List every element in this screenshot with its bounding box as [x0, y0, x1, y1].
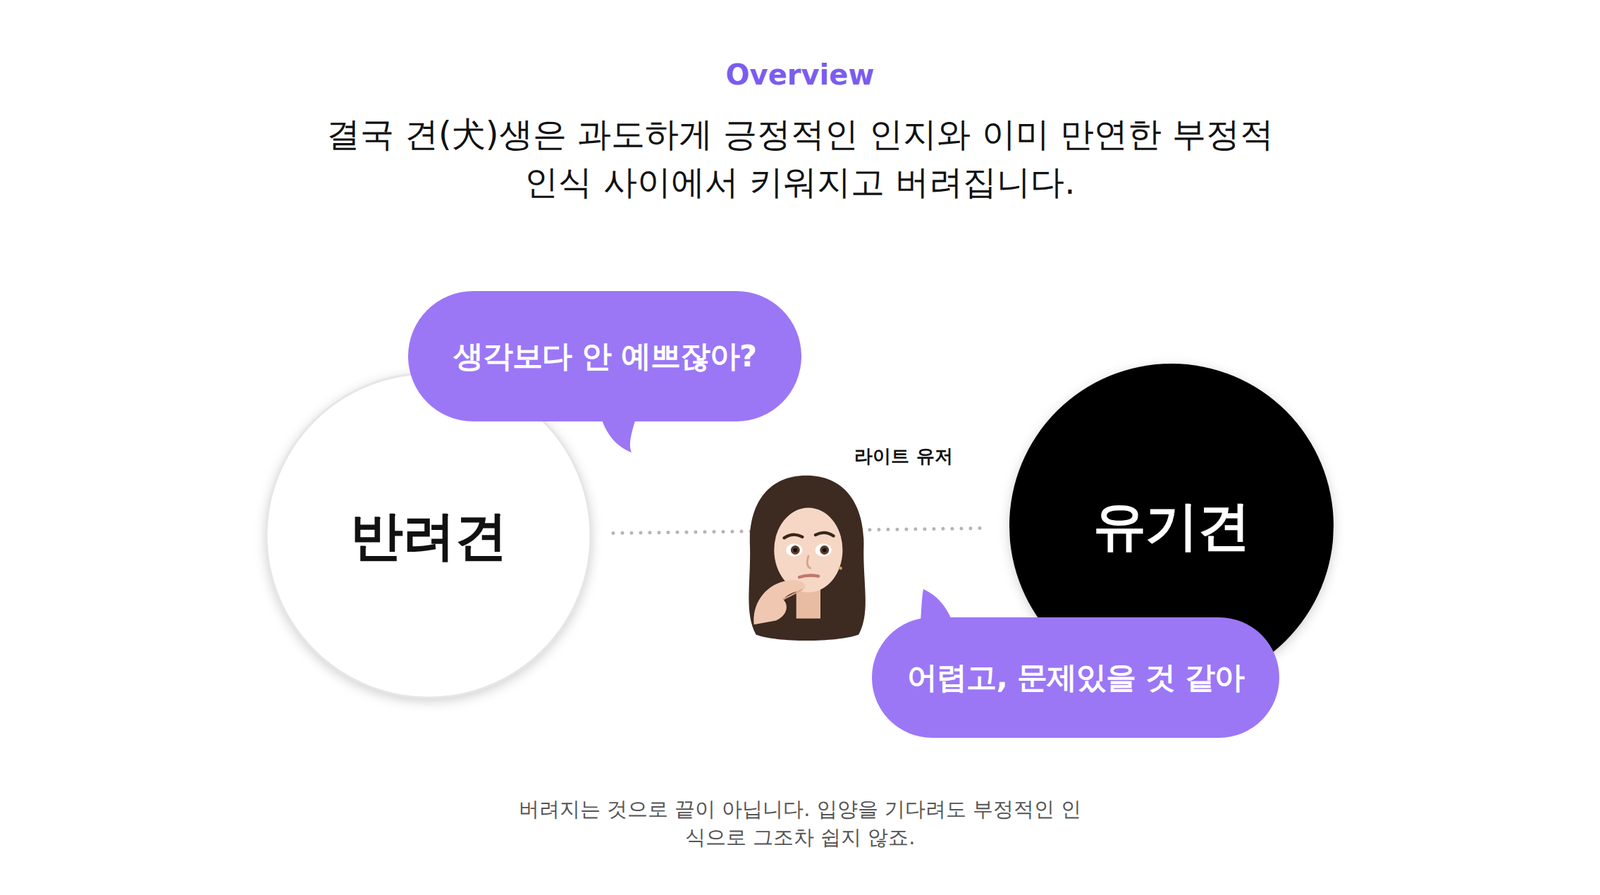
circle-outline [266, 373, 591, 698]
text-group: 생각보다 안 예쁘잖아? [453, 338, 757, 375]
bubble-body [871, 617, 1280, 738]
text-group: 반려견 [350, 503, 507, 568]
text-group: 유기견 [1093, 494, 1250, 558]
caption: 버려지는 것으로 끝이 아닙니다. 입양을 기다려도 부정적인 인식으로 그조차… [518, 795, 1082, 852]
headline: 결국 견(犬)생은 과도하게 긍정적인 인지와 이미 만연한 부정적 인식 사이… [306, 109, 1294, 206]
node-label: 반려견 [350, 503, 507, 568]
speech-bubble: 생각보다 안 예쁘잖아? [408, 291, 802, 422]
node-label: 어렵고, 문제있을 것 같아 [907, 659, 1244, 697]
text-group: 어렵고, 문제있을 것 같아 [907, 659, 1244, 697]
speech-bubble: 어렵고, 문제있을 것 같아 [871, 617, 1280, 738]
section-label: Overview [588, 57, 1012, 92]
node-label: 유기견 [1093, 494, 1250, 558]
node-label: 생각보다 안 예쁘잖아? [453, 338, 757, 375]
user-label: 라이트 유저 [797, 445, 1010, 468]
bubble-body [408, 291, 802, 422]
avatar-illustration [735, 470, 877, 644]
